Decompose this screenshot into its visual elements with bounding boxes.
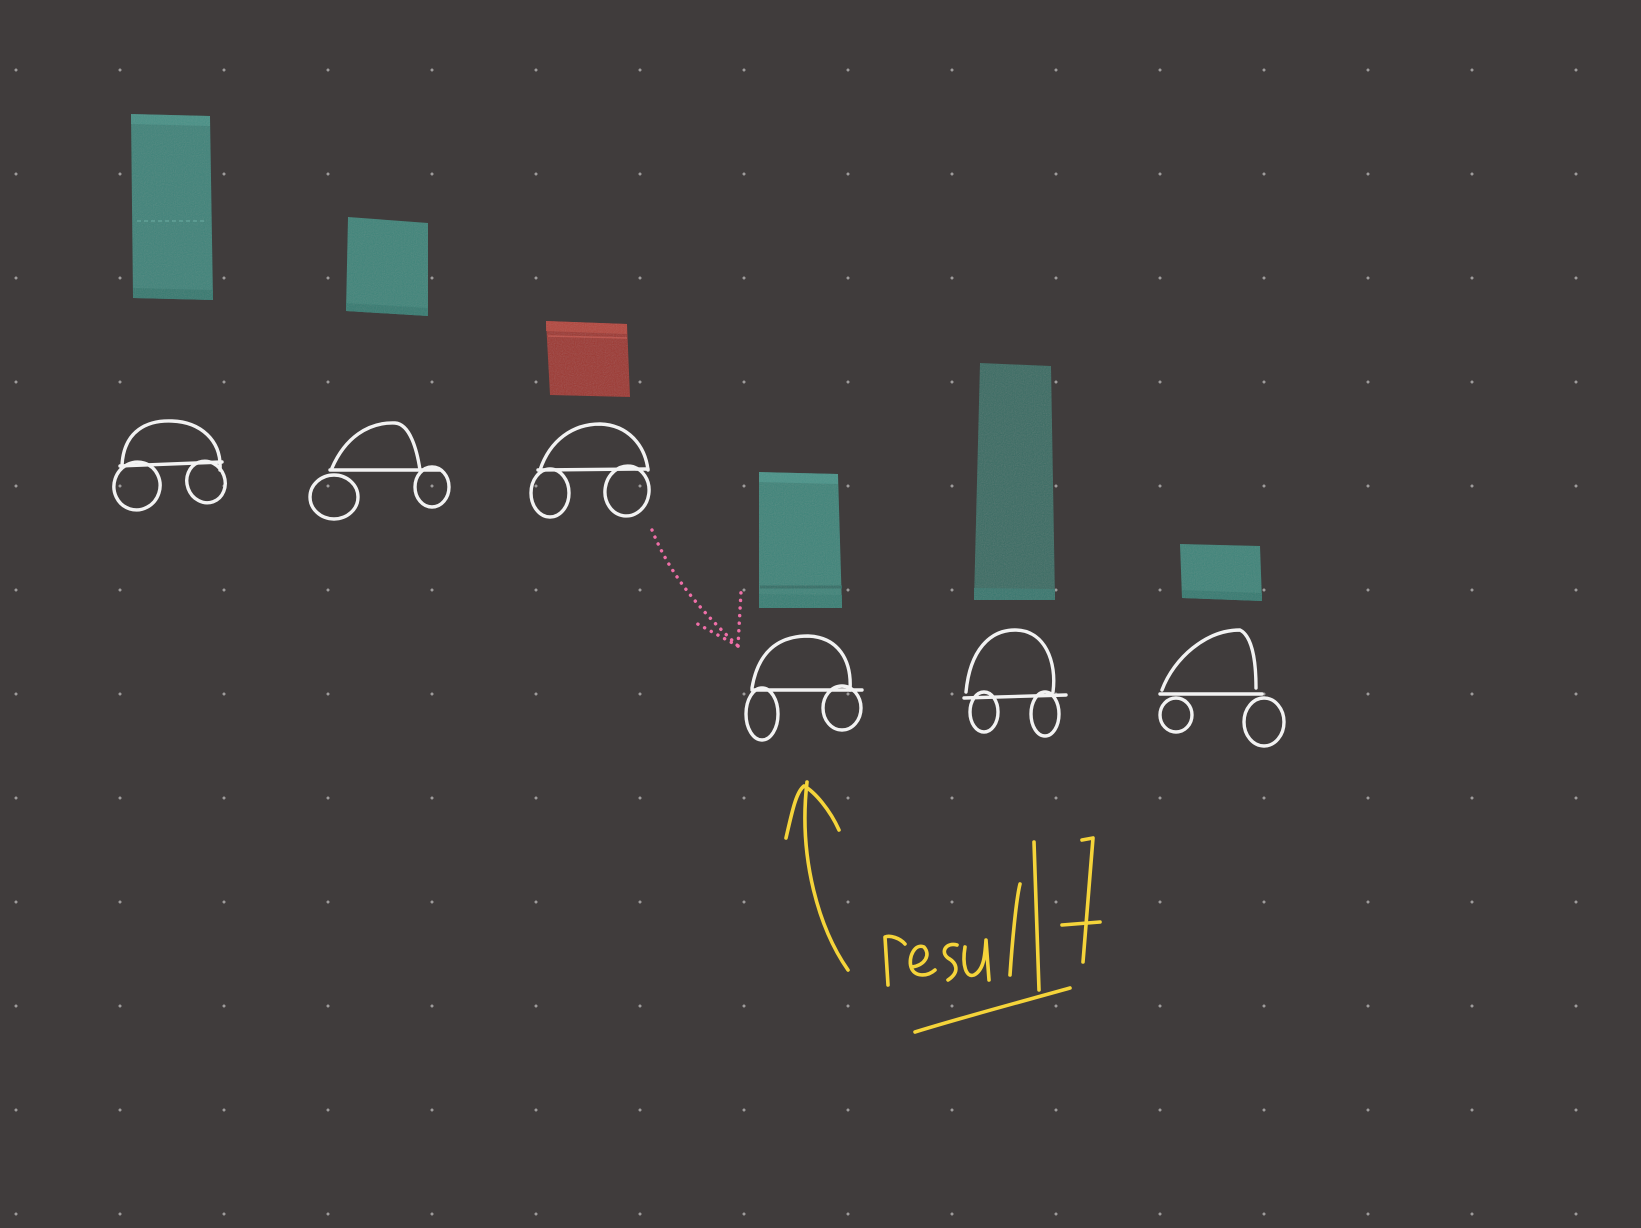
car-sketch-1[interactable] xyxy=(108,419,231,516)
block-6[interactable] xyxy=(1180,544,1262,601)
block-4[interactable] xyxy=(759,472,842,608)
block-2[interactable] xyxy=(346,217,428,316)
block-5[interactable] xyxy=(974,363,1055,600)
dotted-arrow-icon[interactable] xyxy=(650,528,743,648)
car-sketch-2[interactable] xyxy=(308,421,451,521)
result-handwriting[interactable] xyxy=(883,836,1102,1034)
car-sketch-3[interactable] xyxy=(529,422,652,519)
block-3-red[interactable] xyxy=(546,321,630,397)
car-sketch-5[interactable] xyxy=(962,628,1068,738)
car-sketch-6[interactable] xyxy=(1158,628,1286,748)
block-1[interactable] xyxy=(131,114,213,300)
car-sketch-4[interactable] xyxy=(744,634,864,742)
up-arrow-icon[interactable] xyxy=(784,780,850,972)
